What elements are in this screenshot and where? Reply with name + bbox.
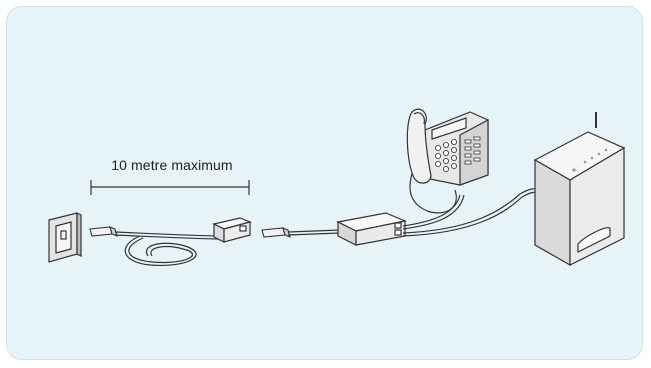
output-cables [402, 188, 541, 237]
router [533, 112, 626, 267]
filter-plug [261, 227, 291, 238]
distance-label: 10 metre maximum [111, 157, 233, 173]
extension-plug [89, 226, 118, 237]
measurement-bracket [90, 180, 250, 195]
wall-socket [48, 212, 82, 263]
extension-box [212, 217, 252, 243]
extension-cable [114, 231, 223, 267]
filter-cable [287, 229, 341, 236]
telephone [406, 108, 489, 214]
microfilter [336, 212, 408, 246]
